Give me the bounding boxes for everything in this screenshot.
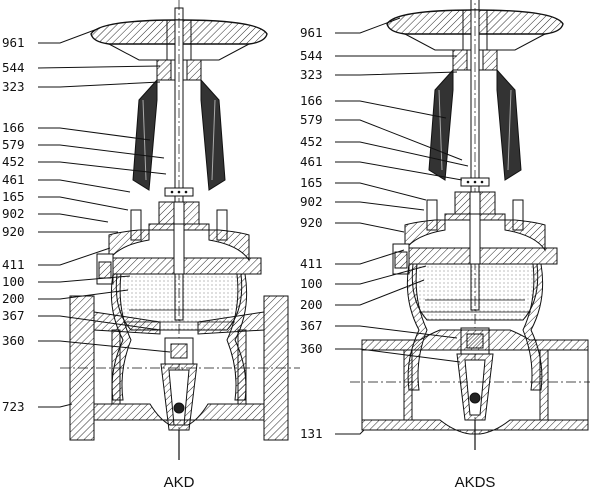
- akds-socket-body: [350, 329, 590, 435]
- akds-label-452: 452: [300, 134, 323, 149]
- akd-part-labels: 961 544 323 166 579 452 461 165 902 920 …: [2, 35, 25, 414]
- akd-label-723: 723: [2, 399, 25, 414]
- akds-label-166: 166: [300, 93, 323, 108]
- akd-label-200: 200: [2, 291, 25, 306]
- akd-label-166: 166: [2, 120, 25, 135]
- akd-label-902: 902: [2, 206, 25, 221]
- akds-label-579: 579: [300, 112, 323, 127]
- akd-label-367: 367: [2, 308, 25, 323]
- akd-label-360: 360: [2, 333, 25, 348]
- akds-label-165: 165: [300, 175, 323, 190]
- akds-label-200: 200: [300, 297, 323, 312]
- akd-label-961: 961: [2, 35, 25, 50]
- akd-label-323: 323: [2, 79, 25, 94]
- akd-label-411: 411: [2, 257, 25, 272]
- akds-label-411: 411: [300, 256, 323, 271]
- akds-caption: AKDS: [455, 474, 496, 491]
- akd-label-452: 452: [2, 154, 25, 169]
- akds-label-323: 323: [300, 67, 323, 82]
- akd-label-544: 544: [2, 60, 25, 75]
- akd-label-165: 165: [2, 189, 25, 204]
- akd-label-461: 461: [2, 172, 25, 187]
- akd-label-100: 100: [2, 274, 25, 289]
- akds-label-961: 961: [300, 25, 323, 40]
- akds-label-100: 100: [300, 276, 323, 291]
- akds-label-360: 360: [300, 341, 323, 356]
- akds-label-131: 131: [300, 426, 323, 441]
- akd-leader-lines: [37, 27, 171, 408]
- akds-part-labels: 961 544 323 166 579 452 461 165 902 920 …: [300, 25, 323, 441]
- valve-akd: 961 544 323 166 579 452 461 165 902 920 …: [2, 0, 300, 491]
- akds-label-920: 920: [300, 215, 323, 230]
- akds-label-902: 902: [300, 194, 323, 209]
- akd-label-579: 579: [2, 137, 25, 152]
- akd-label-920: 920: [2, 224, 25, 239]
- akd-caption: AKD: [164, 474, 195, 491]
- valve-akds: 961 544 323 166 579 452 461 165 902 920 …: [300, 0, 590, 491]
- akds-label-544: 544: [300, 48, 323, 63]
- akds-label-367: 367: [300, 318, 323, 333]
- akds-leader-lines: [335, 17, 469, 435]
- akds-label-461: 461: [300, 154, 323, 169]
